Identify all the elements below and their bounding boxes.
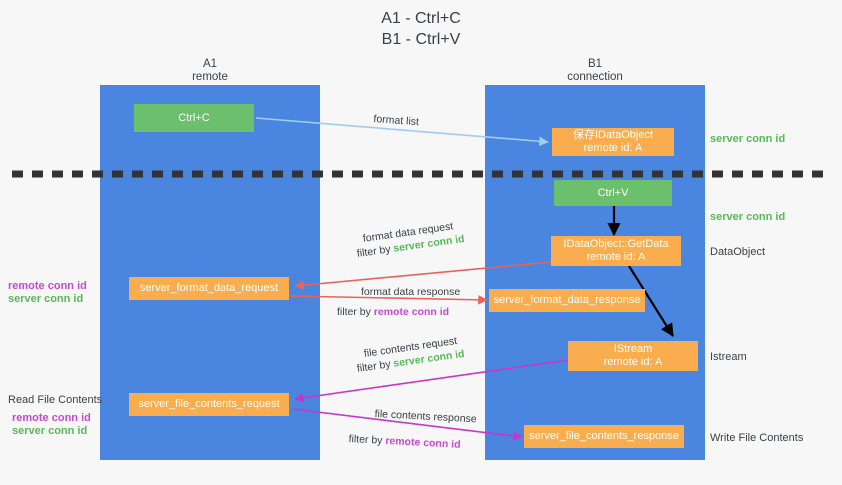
title-line-2: B1 - Ctrl+V [381,31,461,48]
right-label-server-conn-id-top: server conn id [710,133,786,145]
box-getdata-line1: IDataObject::GetData [563,238,669,250]
annotation-format-data-response-filter: filter by remote conn id [337,305,449,320]
column-a1-sub: remote [192,71,228,83]
annotation-format-data-response-filter-prefix: filter by [337,306,374,318]
box-ctrl-v[interactable]: Ctrl+V [554,180,672,206]
right-label-write-file-contents: Write File Contents [710,432,804,444]
box-server-format-data-response[interactable]: server_format_data_response [489,289,645,312]
arrow-format-data-response [289,295,488,305]
annotation-format-data-response-title: format data response [361,286,461,298]
arrow-getdata-istream [628,265,674,337]
left-label-read-file-contents: Read File Contents [8,394,103,406]
right-label-dataobject: DataObject [710,246,766,258]
column-header-a1: A1 remote [120,58,300,84]
box-getdata-line2: remote id: A [586,251,646,263]
arrow-format-list [255,117,549,147]
left-label-remote-conn-id-2: remote conn id [12,412,91,424]
box-ctrl-c-line1: Ctrl+C [178,111,210,124]
box-server-file-contents-response-label: server_file_contents_response [529,430,679,442]
left-label-remote-conn-id-1: remote conn id [8,280,87,292]
arrow-format-data-request [294,261,552,290]
annotation-file-contents-request-filter-prefix: filter by [356,357,395,375]
page-title: A1 - Ctrl+C B1 - Ctrl+V [0,8,842,50]
box-save-idataobject[interactable]: 保存IDataObject remote id: A [552,128,674,156]
left-label-server-conn-id-1: server conn id [8,293,84,305]
annotation-format-data-response-filter-value: remote conn id [373,306,450,318]
box-server-file-contents-request[interactable]: server_file_contents_request [129,393,289,416]
box-save-idataobject-line1: 保存IDataObject [572,129,654,141]
right-label-istream: Istream [710,351,747,363]
column-b1-name: B1 [587,58,603,70]
box-server-format-data-request-label: server_format_data_request [139,282,279,294]
box-istream[interactable]: IStream remote id: A [568,341,698,371]
box-save-idataobject-line2: remote id: A [583,142,643,154]
box-server-file-contents-response[interactable]: server_file_contents_response [524,425,684,448]
box-istream-line1: IStream [613,343,653,355]
annotation-file-contents-response-title: file contents response [374,407,477,426]
annotation-file-contents-response-filter-prefix: filter by [348,432,386,447]
arrow-file-contents-response [292,408,523,441]
column-b1-sub: connection [567,71,623,83]
column-header-b1: B1 connection [505,58,685,84]
box-getdata[interactable]: IDataObject::GetData remote id: A [551,236,681,266]
box-ctrl-c[interactable]: Ctrl+C [134,104,254,132]
box-server-file-contents-request-label: server_file_contents_request [138,398,280,410]
annotation-format-list: format list [373,112,420,129]
box-ctrl-v-line1: Ctrl+V [597,186,629,199]
right-label-server-conn-id-mid: server conn id [710,211,786,223]
left-label-server-conn-id-2: server conn id [12,425,88,437]
box-server-format-data-response-label: server_format_data_response [493,294,641,306]
annotation-file-contents-response-filter-value: remote conn id [385,434,461,451]
annotation-format-data-request-filter-prefix: filter by [356,242,395,260]
box-server-format-data-request[interactable]: server_format_data_request [129,277,289,300]
title-line-1: A1 - Ctrl+C [381,10,461,27]
box-istream-line2: remote id: A [603,356,663,368]
annotation-format-data-response: format data response [361,285,460,300]
column-a1-name: A1 [202,58,218,70]
arrow-file-contents-request [294,359,569,403]
